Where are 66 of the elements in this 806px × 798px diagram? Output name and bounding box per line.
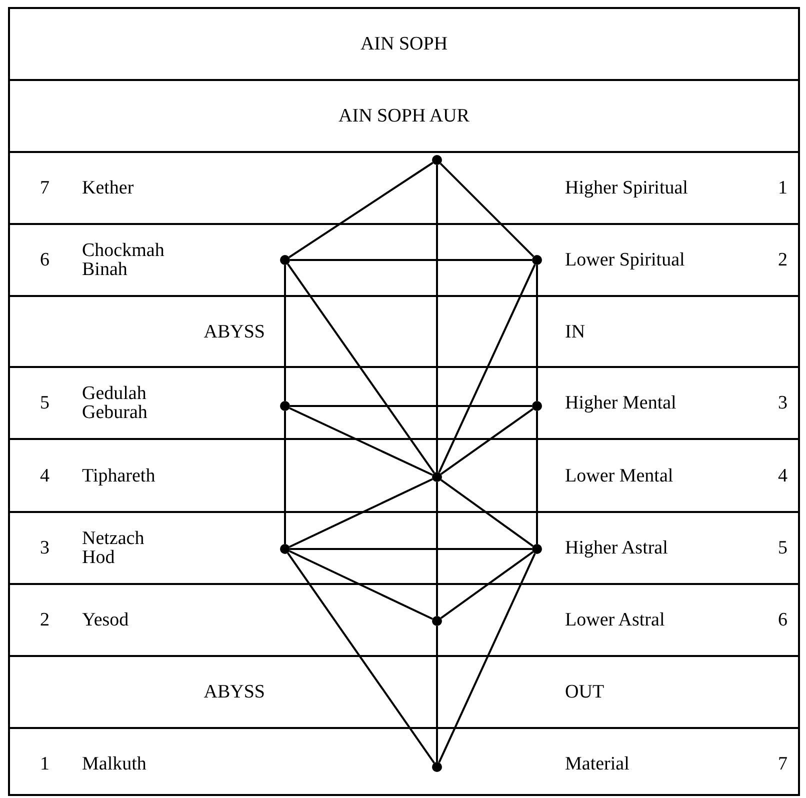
sephirah-name: Chockmah Binah (82, 241, 164, 279)
node-dot (432, 762, 442, 772)
plane-number: 4 (778, 466, 788, 485)
sephirah-name: Malkuth (82, 754, 146, 774)
node-dot (532, 401, 542, 411)
path-line (288, 162, 434, 258)
row-number: 6 (40, 250, 50, 270)
plane-name: Lower Spiritual (565, 250, 685, 270)
abyss-label: ABYSS (204, 682, 265, 702)
path-line (289, 407, 433, 476)
plane-number: 3 (778, 394, 788, 412)
plane-name: Higher Spiritual (565, 178, 688, 198)
path-line (440, 408, 534, 475)
plane-number: 2 (778, 250, 788, 270)
plane-number: 5 (778, 538, 788, 558)
plane-name: Higher Astral (565, 538, 668, 558)
node-dot (280, 544, 290, 554)
abyss-label: ABYSS (204, 322, 265, 341)
path-line (436, 626, 438, 762)
path-line (290, 259, 532, 261)
row-number: 2 (40, 610, 50, 630)
sephirah-name: Kether (82, 178, 134, 198)
plane-name: Lower Mental (565, 466, 674, 485)
node-dot (432, 616, 442, 626)
path-line (436, 165, 438, 472)
node-dot (280, 255, 290, 265)
sephirah-name: Netzach Hod (82, 529, 144, 567)
plane-name: Higher Mental (565, 394, 676, 412)
path-line (287, 264, 435, 474)
plane-name: Material (565, 754, 630, 774)
heading: AIN SOPH (360, 34, 448, 54)
sephirah-name: Tiphareth (82, 466, 156, 485)
node-dot (280, 401, 290, 411)
plane-number: 6 (778, 610, 788, 630)
path-line (284, 265, 286, 401)
path-line (438, 264, 536, 473)
path-line (289, 550, 433, 620)
node-dot (532, 255, 542, 265)
path-line (289, 478, 433, 548)
plane-number: 1 (778, 178, 788, 198)
row-number: 7 (40, 178, 50, 198)
path-line (536, 265, 538, 401)
plane-number: 7 (778, 754, 788, 774)
sephirah-name: Gedulah Geburah (82, 384, 148, 422)
path-line (436, 482, 438, 616)
plane-name: Lower Astral (565, 610, 665, 630)
direction-label: IN (565, 322, 586, 341)
path-line (287, 552, 435, 764)
path-line (290, 548, 532, 550)
row-number: 3 (40, 538, 50, 558)
node-dot (432, 155, 442, 165)
path-line (440, 162, 534, 258)
direction-label: OUT (565, 682, 604, 702)
heading: AIN SOPH AUR (338, 106, 470, 126)
row-number: 1 (40, 754, 50, 774)
path-line (290, 405, 532, 407)
path-line (440, 479, 534, 547)
node-dot (532, 544, 542, 554)
row-number: 4 (40, 466, 50, 485)
sephirah-name: Yesod (82, 610, 129, 630)
path-line (284, 411, 286, 544)
row-number: 5 (40, 394, 50, 412)
path-line (536, 411, 538, 544)
node-dot (432, 472, 442, 482)
path-line (440, 551, 534, 619)
path-line (438, 553, 536, 763)
